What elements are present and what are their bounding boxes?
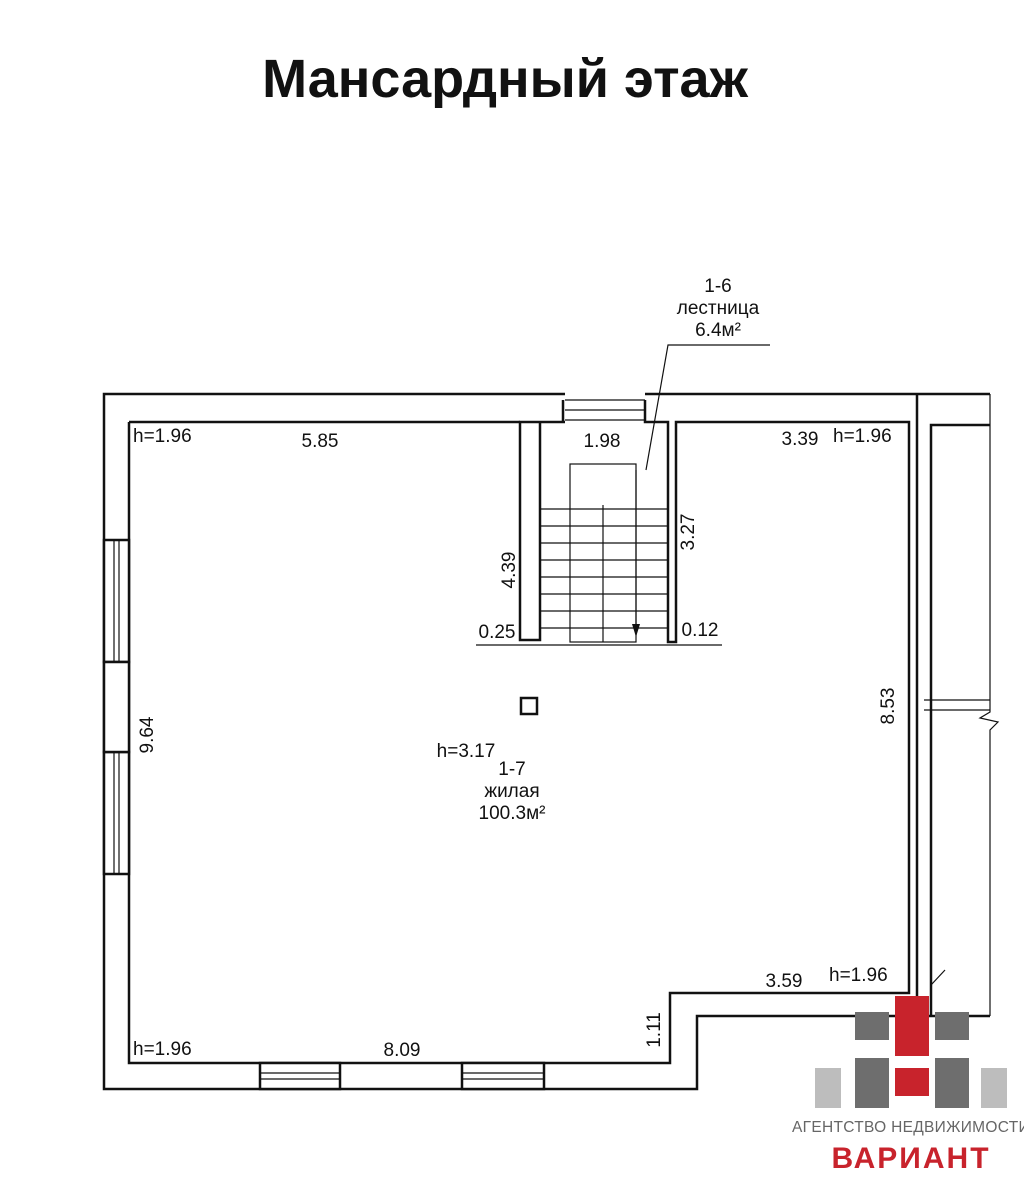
room-name-stair: лестница — [677, 298, 760, 319]
exterior-walls — [102, 392, 1000, 1091]
room-area-stair: 6.4м² — [695, 320, 741, 341]
dim-bottom: 8.09 — [384, 1040, 421, 1061]
staircase — [476, 344, 770, 646]
ceiling-heights: h=1.96 h=1.96 h=1.96 h=1.96 — [133, 426, 892, 1060]
column-marker — [519, 696, 539, 716]
page-title: Мансардный этаж — [262, 49, 748, 109]
room-label-living: h=3.17 1-7 жилая 100.3м² — [437, 741, 546, 824]
dim-left-wall: 9.64 — [137, 716, 158, 753]
height-top-right: h=1.96 — [833, 426, 892, 447]
dim-stair-right-offset: 0.12 — [682, 620, 719, 641]
room-id-living: 1-7 — [498, 759, 525, 780]
logo-brand: ВАРИАНТ — [831, 1142, 990, 1175]
dim-top-left: 5.85 — [302, 431, 339, 452]
bottom-windows — [258, 1061, 546, 1091]
room-id-stair: 1-6 — [704, 276, 731, 297]
room-name-living: жилая — [484, 781, 539, 802]
height-lower-right: h=1.96 — [829, 965, 888, 986]
dimensions: 5.85 1.98 3.39 4.39 3.27 0.25 0.12 9.64 … — [137, 429, 899, 1061]
dim-stair-width: 1.98 — [584, 431, 621, 452]
dim-stair-left-wall: 4.39 — [499, 552, 520, 589]
agency-logo: АГЕНТСТВО НЕДВИЖИМОСТИ ВАРИАНТ — [792, 996, 1024, 1175]
room-area-living: 100.3м² — [479, 803, 546, 824]
room-label-stair: 1-6 лестница 6.4м² — [677, 276, 760, 341]
logo-caption: АГЕНТСТВО НЕДВИЖИМОСТИ — [792, 1119, 1024, 1136]
dim-right-wall: 8.53 — [878, 688, 899, 725]
dim-step: 1.11 — [644, 1012, 665, 1048]
left-windows — [102, 538, 131, 876]
dim-stair-left-offset: 0.25 — [479, 622, 516, 643]
dim-top-right: 3.39 — [782, 429, 819, 450]
height-bottom-left: h=1.96 — [133, 1039, 192, 1060]
dim-lower-right: 3.59 — [766, 971, 803, 992]
height-top-left: h=1.96 — [133, 426, 192, 447]
dim-stair-right-wall: 3.27 — [678, 514, 699, 551]
room-height-living: h=3.17 — [437, 741, 496, 762]
